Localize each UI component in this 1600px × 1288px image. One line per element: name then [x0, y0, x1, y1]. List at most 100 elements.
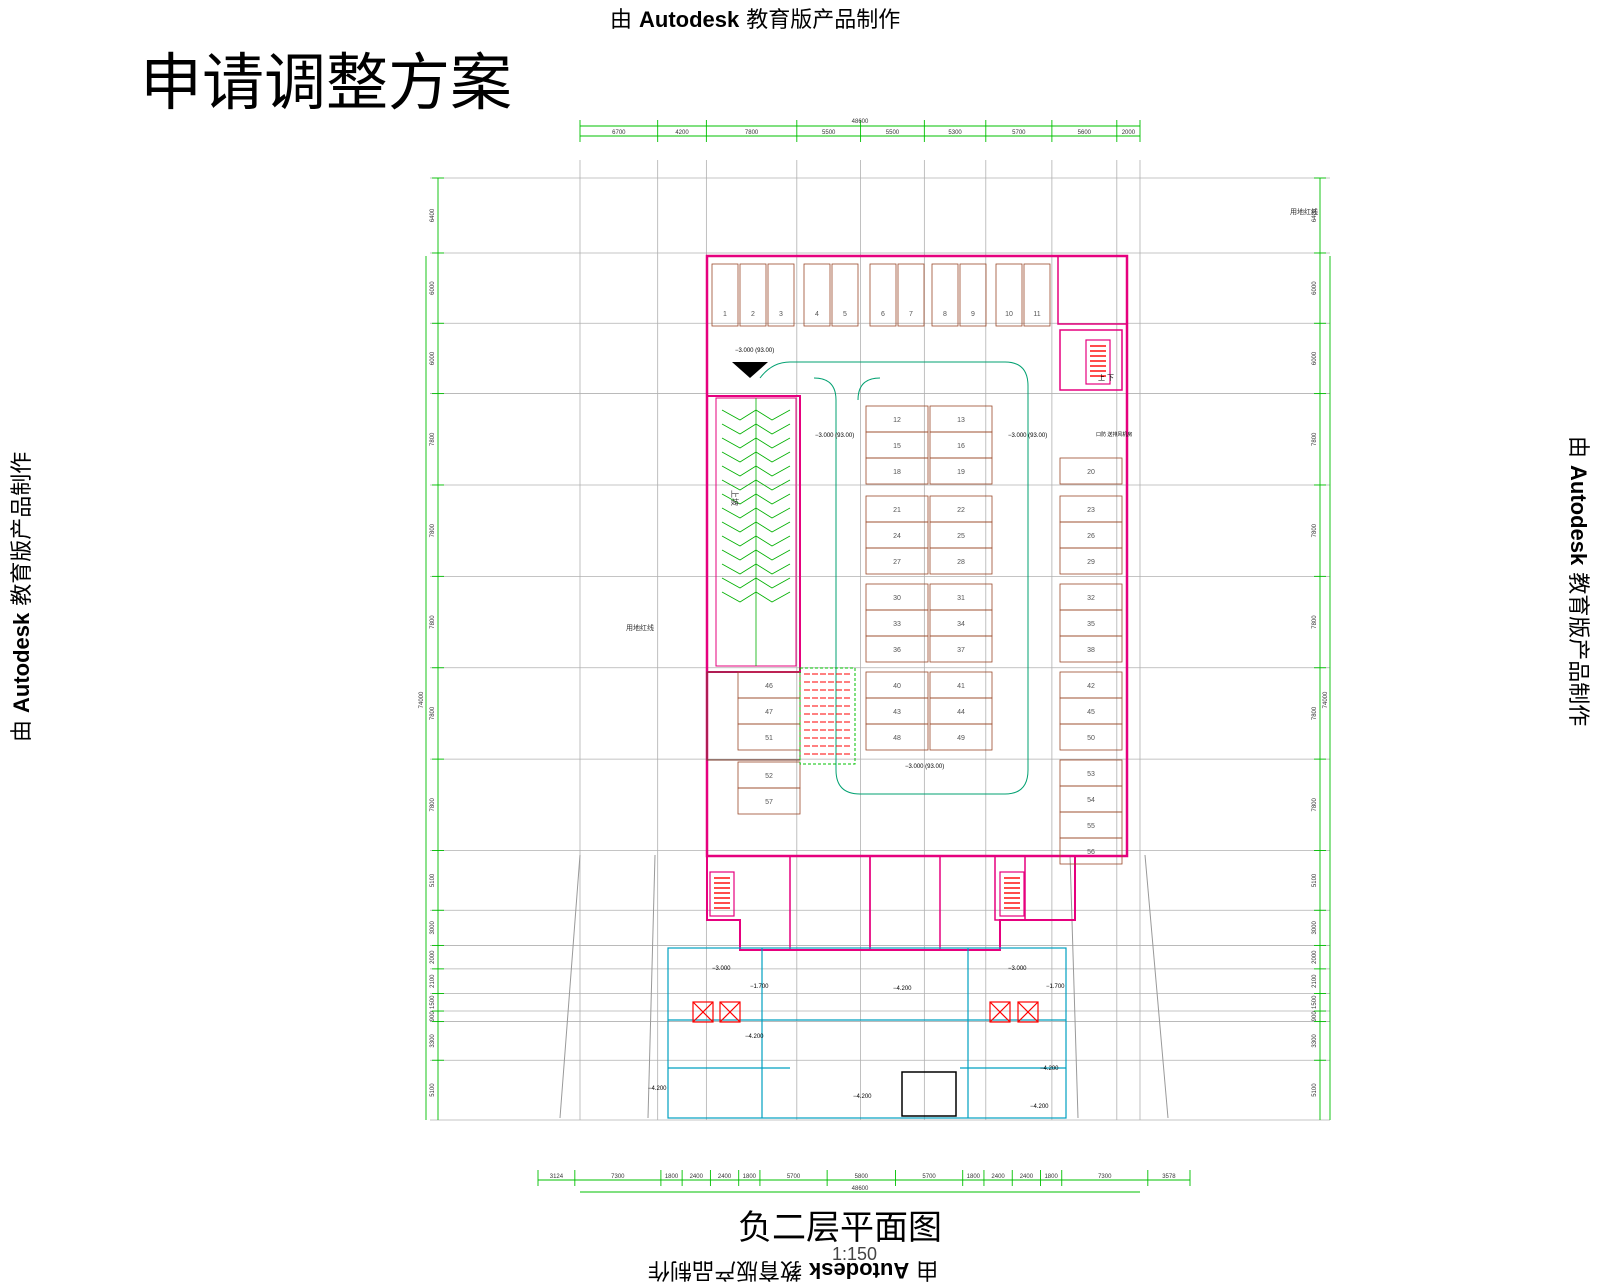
dim-left-label: 7800 — [430, 615, 436, 629]
parking-stall — [803, 263, 831, 327]
dim-top-label: 7800 — [745, 130, 759, 136]
parking-number: 33 — [893, 621, 901, 628]
dim-left-label: 7800 — [430, 797, 436, 811]
parking-stall — [959, 263, 987, 327]
dim-bottom-label: 1800 — [1044, 1174, 1058, 1180]
axis-grid — [430, 160, 1330, 1121]
dim-right-label: 900 — [1312, 1011, 1318, 1022]
elevation-label-12: −4.200 — [853, 1094, 872, 1100]
stairwell — [1085, 339, 1111, 385]
dim-top-label: 5300 — [948, 130, 962, 136]
dim-top-label: 5500 — [822, 130, 836, 136]
parking-number: 22 — [957, 507, 965, 514]
ramp-chevron — [721, 409, 757, 421]
ramp-chevron — [755, 521, 791, 533]
parking-number: 55 — [1087, 823, 1095, 830]
parking-number: 18 — [893, 469, 901, 476]
dim-right-label: 5100 — [1312, 873, 1318, 887]
ramp-chevron — [755, 479, 791, 491]
parking-number: 13 — [957, 417, 965, 424]
parking-number: 30 — [893, 595, 901, 602]
parking-number: 16 — [957, 443, 965, 450]
ramp — [715, 397, 797, 667]
ramp-arrow-icon — [732, 362, 768, 378]
ramp-chevron — [721, 549, 757, 561]
ramp-chevron — [721, 479, 757, 491]
elevation-label-14: −4.200 — [1030, 1104, 1049, 1110]
parking-number: 26 — [1087, 533, 1095, 540]
parking-number: 42 — [1087, 683, 1095, 690]
parking-number: 37 — [957, 647, 965, 654]
dim-bottom-label: 3578 — [1162, 1174, 1176, 1180]
ramp-chevron — [721, 437, 757, 449]
drawing-title: 负二层平面图 — [738, 1208, 942, 1248]
elevation-label-10: −4.200 — [745, 1034, 764, 1040]
dim-top-label: 4200 — [675, 130, 689, 136]
site-line-label: 用地红线 — [626, 623, 654, 632]
elevation-label-8: −1.700 — [1046, 984, 1065, 990]
parking-stall — [1059, 457, 1123, 485]
dim-top-label: 5600 — [1078, 130, 1092, 136]
dim-right-label: 5100 — [1312, 1083, 1318, 1097]
parking-number: 46 — [765, 683, 773, 690]
parking-number: 2 — [751, 311, 755, 318]
parking-stall — [739, 263, 767, 327]
parking-stall — [865, 723, 929, 751]
ramp-chevron — [755, 409, 791, 421]
ramp-chevron — [721, 451, 757, 463]
parking-number: 44 — [957, 709, 965, 716]
dim-right-label: 7800 — [1312, 706, 1318, 720]
elevation-label-2: −3.000 (93.00) — [815, 433, 854, 439]
dim-bottom-label: 2400 — [718, 1174, 732, 1180]
parking-number: 5 — [843, 311, 847, 318]
parking-stall — [831, 263, 859, 327]
dim-bottom-label: 1800 — [967, 1174, 981, 1180]
elevation-label-3: −3.000 (93.00) — [1008, 433, 1047, 439]
parking-number: 45 — [1087, 709, 1095, 716]
dim-right-label: 7800 — [1312, 523, 1318, 537]
parking-number: 32 — [1087, 595, 1095, 602]
ramp-chevron — [755, 465, 791, 477]
ramp-chevron — [755, 493, 791, 505]
parking-stall — [865, 457, 929, 485]
dim-bottom-label: 7300 — [1098, 1174, 1112, 1180]
dim-left-label: 3300 — [430, 1034, 436, 1048]
parking-stall — [929, 635, 993, 663]
parking-stalls — [711, 263, 1123, 865]
dim-top-label: 5700 — [1012, 130, 1026, 136]
parking-stall — [1059, 723, 1123, 751]
dim-right-label: 1500 — [1312, 995, 1318, 1009]
dim-right-label: 6400 — [1312, 208, 1318, 222]
parking-number: 31 — [957, 595, 965, 602]
ramp-chevron — [755, 535, 791, 547]
parking-stall — [929, 547, 993, 575]
dim-left-label: 6400 — [430, 208, 436, 222]
parking-number: 6 — [881, 311, 885, 318]
watermark-top: 由 Autodesk 教育版产品制作 — [610, 7, 901, 33]
dim-bottom-label: 5800 — [855, 1174, 869, 1180]
dim-bottom-label: 2400 — [1020, 1174, 1034, 1180]
parking-number: 3 — [779, 311, 783, 318]
dim-left-label: 5100 — [430, 1083, 436, 1097]
parking-number: 50 — [1087, 735, 1095, 742]
parking-stall — [865, 635, 929, 663]
ramp-chevron — [721, 563, 757, 575]
dim-left-label: 3000 — [430, 921, 436, 935]
dim-total-top-label: 48600 — [852, 119, 869, 125]
dim-total-left-label: 74000 — [419, 691, 425, 708]
dim-right-label: 6000 — [1312, 281, 1318, 295]
dim-bottom-label: 3124 — [550, 1174, 564, 1180]
dim-bottom-label: 1800 — [743, 1174, 757, 1180]
dim-left-label: 2100 — [430, 974, 436, 988]
parking-number: 41 — [957, 683, 965, 690]
ramp-chevron — [755, 563, 791, 575]
parking-number: 9 — [971, 311, 975, 318]
parking-number: 25 — [957, 533, 965, 540]
dim-bottom-label: 2400 — [991, 1174, 1005, 1180]
ramp-chevron — [721, 521, 757, 533]
parking-number: 8 — [943, 311, 947, 318]
dim-bottom-label: 7300 — [611, 1174, 625, 1180]
dim-top-label: 2000 — [1122, 130, 1136, 136]
ramp-chevron — [755, 507, 791, 519]
